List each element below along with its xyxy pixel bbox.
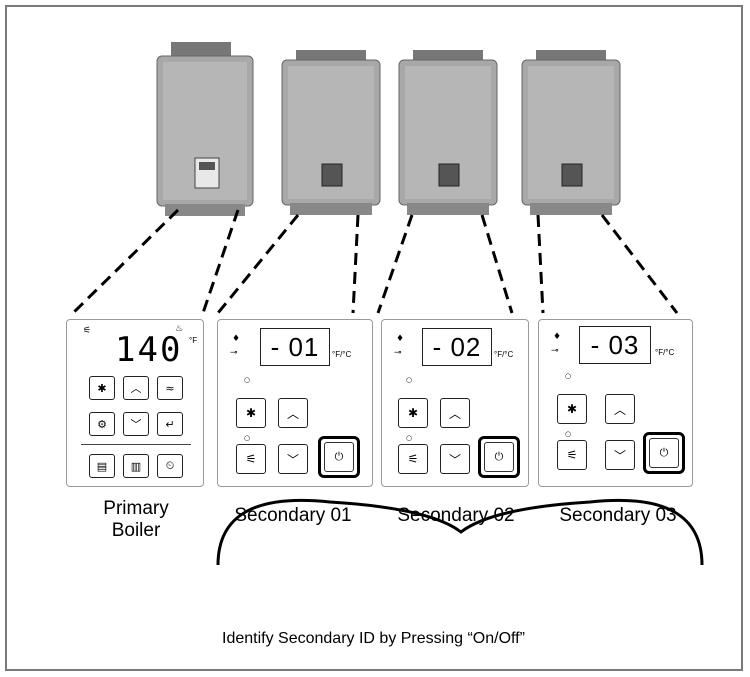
indicator-dot: ○ — [565, 430, 572, 438]
flame-icon: ♦ — [553, 332, 562, 342]
secondary-02-id-display: - 02 — [422, 328, 492, 366]
up-button[interactable]: ︿ — [278, 398, 308, 428]
flame-button[interactable]: ⚟ — [236, 444, 266, 474]
bluetooth-button[interactable]: ✱ — [89, 376, 115, 400]
up-button[interactable]: ︿ — [440, 398, 470, 428]
chevron-down-icon: ﹀ — [286, 452, 299, 467]
settings-button[interactable]: ⚙ — [89, 412, 115, 436]
key-icon: ⊸ — [394, 348, 402, 358]
bluetooth-button[interactable]: ✱ — [236, 398, 266, 428]
bluetooth-button[interactable]: ✱ — [398, 398, 428, 428]
primary-boiler-label: Primary Boiler — [76, 498, 196, 542]
instruction-caption: Identify Secondary ID by Pressing “On/Of… — [222, 630, 525, 647]
tap-timer-icon: ⏲ — [165, 459, 175, 472]
chevron-down-icon: ﹀ — [448, 452, 461, 467]
chevron-down-icon: ﹀ — [130, 418, 142, 431]
up-button[interactable]: ︿ — [605, 394, 635, 424]
group-brace — [216, 498, 704, 566]
key-icon: ⊸ — [551, 346, 559, 356]
secondary-02-label: Secondary 02 — [397, 505, 515, 526]
chevron-up-icon: ︿ — [130, 382, 142, 395]
schedule-icon: ▥ — [130, 459, 142, 473]
bluetooth-icon: ✱ — [566, 402, 578, 416]
indicator-dot: ○ — [244, 434, 251, 442]
bluetooth-button[interactable]: ✱ — [557, 394, 587, 424]
down-button[interactable]: ﹀ — [440, 444, 470, 474]
primary-boiler-unit — [153, 40, 263, 220]
gear-icon: ⚙ — [97, 417, 107, 431]
secondary-02-unit: °F/°C — [494, 350, 514, 359]
power-icon: ⏻ — [334, 450, 344, 463]
indicator-dot: ○ — [406, 434, 413, 442]
fast-up-button[interactable]: ≈ — [157, 376, 183, 400]
down-button[interactable]: ﹀ — [123, 412, 149, 436]
primary-unit: °F — [189, 336, 198, 345]
secondary-01-id-display: - 01 — [260, 328, 330, 366]
power-button[interactable]: ⏻ — [643, 432, 685, 474]
primary-label-line1: Primary — [103, 498, 169, 519]
chevron-up-icon: ︿ — [448, 406, 461, 421]
heating-icon: ▤ — [96, 459, 108, 473]
secondary-02-boiler-unit — [395, 48, 505, 218]
bluetooth-icon: ✱ — [97, 381, 107, 395]
indicator-dot: ○ — [244, 376, 251, 384]
primary-control-panel: ⚟ ♨ 140 °F ✱ ︿ ≈ ⚙ ﹀ ↵ ▤ ▥ ⏲ — [66, 319, 204, 487]
primary-temperature-display: 140 — [115, 330, 183, 370]
enter-button[interactable]: ↵ — [157, 412, 183, 436]
secondary-03-control-panel: ♦ ⊸ - 03 °F/°C ○ ✱ ︿ ○ ⚟ ﹀ ⏻ — [538, 319, 693, 487]
secondary-02-control-panel: ♦ ⊸ - 02 °F/°C ○ ✱ ︿ ○ ⚟ ﹀ ⏻ — [381, 319, 529, 487]
down-button[interactable]: ﹀ — [605, 440, 635, 470]
mode-button-1[interactable]: ▤ — [89, 454, 115, 478]
flame-button[interactable]: ⚟ — [557, 440, 587, 470]
power-button[interactable]: ⏻ — [478, 436, 520, 478]
chevron-up-icon: ︿ — [613, 402, 626, 417]
power-button[interactable]: ⏻ — [318, 436, 360, 478]
indicator-dot: ○ — [406, 376, 413, 384]
secondary-03-label: Secondary 03 — [559, 505, 677, 526]
double-chevron-up-icon: ≈ — [165, 381, 175, 395]
flame-icon: ⚟ — [83, 326, 92, 336]
mode-button-2[interactable]: ▥ — [123, 454, 149, 478]
secondary-01-boiler-unit — [278, 48, 388, 218]
mode-button-3[interactable]: ⏲ — [157, 454, 183, 478]
secondary-01-control-panel: ♦ ⊸ - 01 °F/°C ○ ✱ ︿ ○ ⚟ ﹀ ⏻ — [217, 319, 373, 487]
primary-label-line2: Boiler — [111, 520, 161, 541]
secondary-03-unit: °F/°C — [655, 348, 675, 357]
power-icon: ⏻ — [494, 450, 504, 463]
secondary-03-id-display: - 03 — [579, 326, 651, 364]
panel-divider — [81, 444, 191, 445]
enter-icon: ↵ — [165, 417, 175, 431]
key-icon: ⊸ — [230, 348, 238, 358]
flame-icon: ⚟ — [566, 448, 578, 462]
bluetooth-icon: ✱ — [407, 406, 419, 420]
tap-icon: ♨ — [175, 324, 184, 334]
flame-icon: ⚟ — [407, 452, 419, 466]
power-icon: ⏻ — [659, 446, 669, 459]
secondary-01-label: Secondary 01 — [234, 505, 352, 526]
secondary-01-unit: °F/°C — [332, 350, 352, 359]
chevron-up-icon: ︿ — [286, 406, 299, 421]
flame-icon: ♦ — [232, 334, 241, 344]
down-button[interactable]: ﹀ — [278, 444, 308, 474]
diagram-frame — [5, 5, 743, 671]
flame-icon: ⚟ — [245, 452, 257, 466]
flame-button[interactable]: ⚟ — [398, 444, 428, 474]
up-button[interactable]: ︿ — [123, 376, 149, 400]
indicator-dot: ○ — [565, 372, 572, 380]
bluetooth-icon: ✱ — [245, 406, 257, 420]
secondary-03-boiler-unit — [518, 48, 628, 218]
chevron-down-icon: ﹀ — [613, 448, 626, 463]
flame-icon: ♦ — [396, 334, 405, 344]
